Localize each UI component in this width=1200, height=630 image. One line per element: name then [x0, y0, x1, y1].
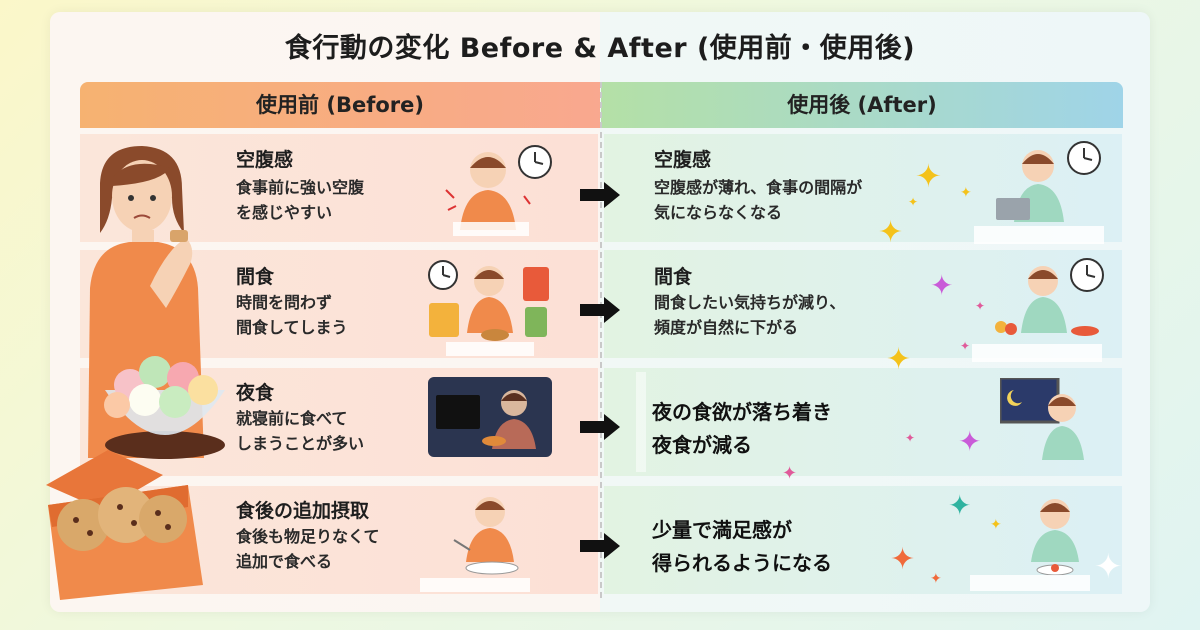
cookie-box-illustration	[46, 450, 203, 600]
after-title-1: 空腹感	[654, 149, 712, 171]
woman-small-meal-illustration	[1031, 499, 1079, 576]
sparkle-icon: ✦	[1094, 547, 1123, 587]
after-text-4: 少量で満足感が 得られるようになる	[652, 518, 832, 575]
image-caption-placeholder	[420, 578, 530, 592]
before-text-3: 就寝前に食べて しまうことが多い	[236, 409, 365, 453]
sparkle-icon: ✦	[890, 542, 916, 577]
after-header: 使用後 (After)	[601, 82, 1123, 128]
woman-laptop-clock-illustration	[996, 141, 1101, 222]
calm-woman-fruit-illustration	[995, 258, 1104, 336]
image-caption-placeholder	[974, 226, 1104, 244]
woman-eating-more-illustration	[453, 497, 519, 575]
before-text-1: 食事前に強い空腹 を感じやすい	[236, 178, 365, 222]
image-caption-placeholder	[453, 222, 529, 236]
arrow-right-icon	[580, 297, 620, 323]
night-snacking-tv-illustration	[428, 377, 552, 457]
before-title-2: 間食	[236, 266, 275, 288]
before-title-4: 食後の追加摂取	[236, 500, 370, 522]
arrow-right-icon	[580, 414, 620, 440]
sparkle-icon: ✦	[975, 299, 986, 313]
sparkle-icon: ✦	[958, 425, 982, 458]
sparkle-icon: ✦	[886, 342, 912, 377]
before-title-3: 夜食	[236, 382, 275, 404]
after-title-2: 間食	[654, 266, 693, 288]
after-text-2: 間食したい気持ちが減り、 頻度が自然に下がる	[654, 293, 846, 337]
arrow-right-icon	[580, 533, 620, 559]
arrow-right-icon	[580, 182, 620, 208]
sparkle-icon: ✦	[960, 339, 971, 353]
sparkle-icon: ✦	[930, 269, 954, 302]
woman-night-window-illustration	[1000, 378, 1084, 460]
page-title: 食行動の変化 Before & After (使用前・使用後)	[284, 33, 916, 64]
snacking-woman-illustration	[428, 260, 549, 341]
sparkle-icon: ✦	[915, 157, 942, 195]
sparkle-icon: ✦	[782, 463, 798, 484]
before-header: 使用前 (Before)	[80, 82, 600, 128]
column-divider	[600, 82, 602, 602]
image-caption-placeholder	[972, 344, 1102, 362]
sparkle-icon: ✦	[878, 215, 904, 250]
image-caption-placeholder	[446, 342, 534, 356]
macaron-bowl-illustration	[104, 356, 225, 459]
image-caption-placeholder	[970, 575, 1090, 591]
sparkle-icon: ✦	[905, 431, 916, 445]
sparkle-icon: ✦	[948, 489, 972, 522]
sparkle-icon: ✦	[930, 571, 942, 587]
hungry-woman-clock-illustration	[445, 145, 552, 230]
sparkle-icon: ✦	[908, 195, 919, 209]
image-highlight	[636, 372, 646, 472]
after-text-3: 夜の食欲が落ち着き 夜食が減る	[652, 400, 832, 457]
sparkle-icon: ✦	[990, 517, 1002, 533]
before-title-1: 空腹感	[236, 149, 294, 171]
before-text-2: 時間を問わず 間食してしまう	[236, 293, 348, 337]
sparkle-icon: ✦	[960, 185, 972, 201]
before-text-4: 食後も物足りなくて 追加で食べる	[236, 527, 380, 571]
after-text-1: 空腹感が薄れ、食事の間隔が 気にならなくなる	[654, 178, 863, 222]
